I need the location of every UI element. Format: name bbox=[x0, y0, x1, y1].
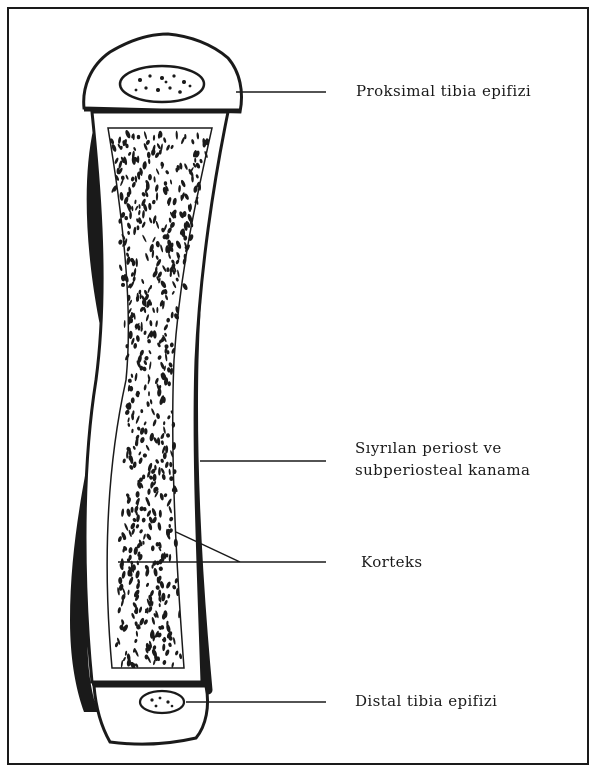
trabecula-mark bbox=[137, 156, 139, 164]
label-periosteum-line1: Sıyrılan periost ve bbox=[355, 437, 530, 459]
proximal-ossification-center bbox=[120, 66, 204, 102]
label-distal-epiphysis: Distal tibia epifizi bbox=[355, 690, 497, 712]
trabecula-mark bbox=[144, 428, 147, 434]
trabecula-mark bbox=[126, 344, 129, 348]
trabecula-mark bbox=[131, 507, 134, 513]
label-proximal-epiphysis: Proksimal tibia epifizi bbox=[356, 80, 531, 102]
trabecula-mark bbox=[137, 135, 140, 139]
distal-ossification-center bbox=[140, 691, 184, 713]
trabecula-mark bbox=[148, 391, 150, 396]
label-korteks: Korteks bbox=[361, 551, 423, 573]
trabecula-mark bbox=[153, 487, 156, 493]
label-stripped-periosteum: Sıyrılan periost ve subperiosteal kanama bbox=[355, 437, 530, 481]
label-periosteum-line2: subperiosteal kanama bbox=[355, 459, 530, 481]
trabecula-mark bbox=[147, 402, 149, 407]
